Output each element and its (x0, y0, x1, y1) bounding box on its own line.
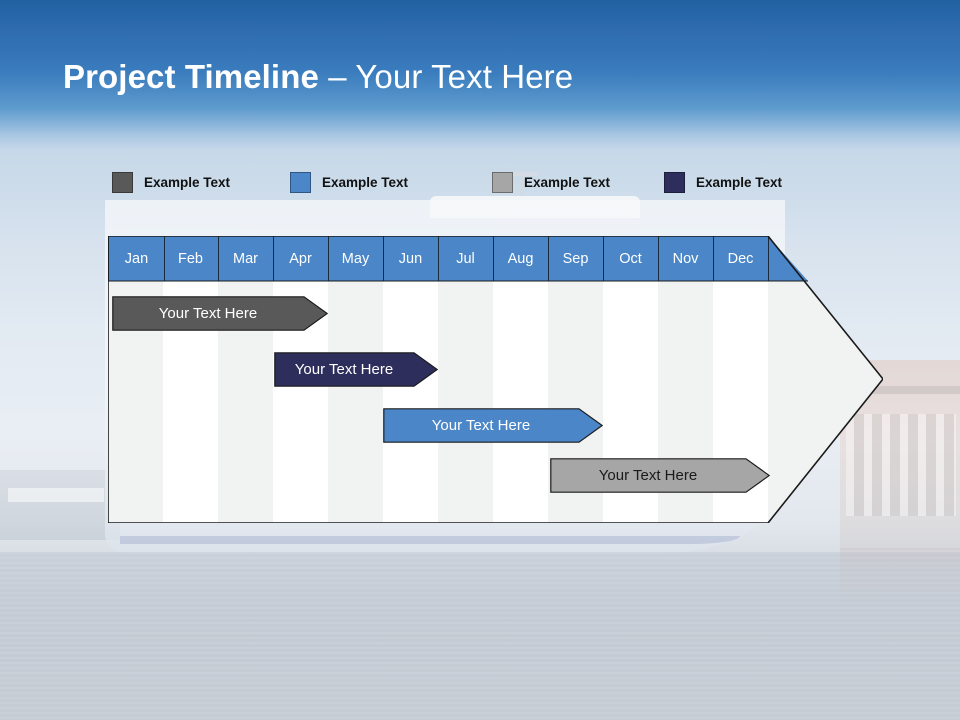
task-bar-arrow-shape-1 (112, 296, 328, 331)
background-ship-mast (506, 172, 538, 202)
month-header-jun[interactable]: Jun (383, 236, 439, 281)
legend-swatch-icon-4 (664, 171, 685, 193)
legend-swatch-icon-2 (290, 171, 311, 193)
task-bar-arrow-shape-2 (274, 352, 438, 387)
month-header-nov[interactable]: Nov (658, 236, 714, 281)
legend-item-3[interactable]: Example Text (492, 171, 610, 193)
column-stripe-aug (493, 281, 548, 523)
page-title: Project Timeline – Your Text Here (63, 58, 573, 96)
month-header-feb[interactable]: Feb (163, 236, 219, 281)
task-bar-2[interactable]: Your Text Here (274, 352, 438, 387)
legend-label-2: Example Text (322, 174, 409, 190)
legend: Example Text Example Text Example Text E… (112, 171, 812, 193)
task-bar-1[interactable]: Your Text Here (112, 296, 328, 331)
background-water (0, 552, 960, 720)
page-title-bold: Project Timeline (63, 58, 319, 95)
month-header-may[interactable]: May (328, 236, 384, 281)
month-header-aug[interactable]: Aug (493, 236, 549, 281)
page-title-separator: – (318, 58, 356, 95)
month-header-dec[interactable]: Dec (713, 236, 769, 281)
legend-item-1[interactable]: Example Text (112, 171, 230, 193)
legend-swatch-icon-1 (112, 171, 133, 193)
task-bar-label-3: Your Text Here (431, 417, 531, 434)
legend-swatch-icon-3 (492, 171, 513, 193)
month-header-oct[interactable]: Oct (603, 236, 659, 281)
task-bar-arrow-shape-4 (550, 458, 770, 493)
background-water-reflection (840, 548, 960, 608)
task-bar-label-4: Your Text Here (598, 467, 698, 484)
month-header-sep[interactable]: Sep (548, 236, 604, 281)
background-ship-waterline (120, 536, 740, 544)
task-bar-arrow-shape-3 (383, 408, 603, 443)
month-header-mar[interactable]: Mar (218, 236, 274, 281)
month-header-jul[interactable]: Jul (438, 236, 494, 281)
task-bar-label-2: Your Text Here (294, 361, 394, 378)
column-stripe-jul (438, 281, 493, 523)
month-header-jan[interactable]: Jan (108, 236, 165, 281)
background-shoreline-left (0, 470, 120, 540)
column-stripe-may (328, 281, 383, 523)
page-title-light: Your Text Here (355, 58, 574, 95)
legend-item-4[interactable]: Example Text (664, 171, 782, 193)
legend-item-2[interactable]: Example Text (290, 171, 408, 193)
task-bar-3[interactable]: Your Text Here (383, 408, 603, 443)
task-bar-label-1: Your Text Here (158, 305, 258, 322)
column-stripe-jun (383, 281, 438, 523)
legend-label-1: Example Text (144, 174, 231, 190)
month-header-apr[interactable]: Apr (273, 236, 329, 281)
legend-label-4: Example Text (696, 174, 783, 190)
legend-label-3: Example Text (524, 174, 611, 190)
header-band (0, 0, 960, 150)
task-bar-4[interactable]: Your Text Here (550, 458, 770, 493)
